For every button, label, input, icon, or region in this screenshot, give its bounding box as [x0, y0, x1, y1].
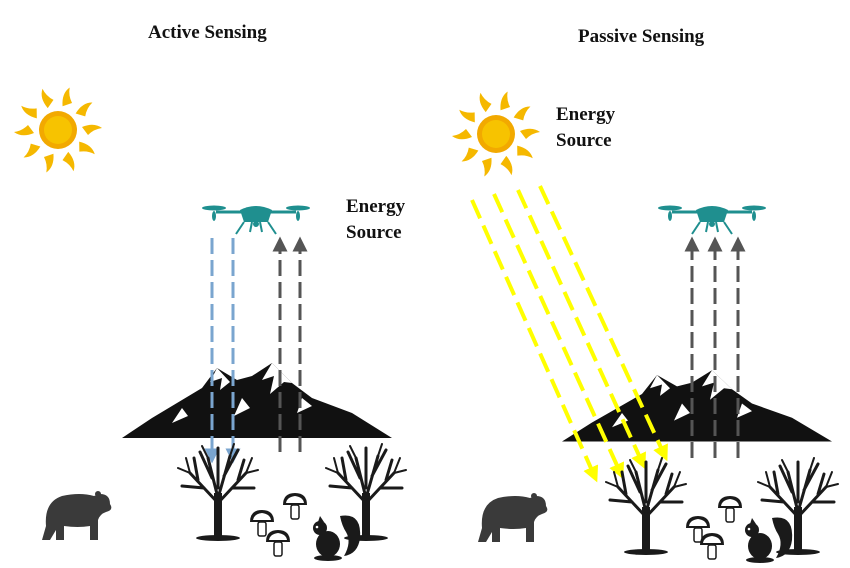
- bear-icon: [478, 493, 547, 542]
- sun-icon: [14, 87, 102, 174]
- bear-icon: [42, 491, 111, 540]
- mushroom-icon: [700, 533, 724, 559]
- drone-icon: [658, 206, 766, 235]
- drone-icon: [202, 206, 310, 235]
- active-sensing-title: Active Sensing: [148, 22, 267, 44]
- energy-label-line1: Energy: [346, 194, 405, 220]
- sunlight-beam: [518, 190, 642, 462]
- tree-icon: [606, 458, 686, 555]
- source-label-line2: Source: [346, 220, 405, 246]
- passive-sensing-panel: [452, 91, 838, 563]
- passive-sensing-title: Passive Sensing: [578, 26, 704, 48]
- squirrel-icon: [745, 517, 792, 563]
- source-label-line2: Source: [556, 128, 615, 154]
- squirrel-icon: [313, 515, 360, 561]
- sunlight-beam: [472, 200, 594, 475]
- mushroom-icon: [718, 496, 742, 522]
- sun-icon: [452, 91, 540, 178]
- mushroom-icon: [266, 530, 290, 556]
- sunlight-beam: [494, 194, 620, 472]
- tree-icon: [326, 444, 406, 541]
- mountain-icon: [122, 363, 392, 438]
- active-sensing-panel: [14, 87, 406, 561]
- mushroom-icon: [283, 493, 307, 519]
- active-energy-source-label: Energy Source: [346, 194, 405, 246]
- energy-label-line1: Energy: [556, 102, 615, 128]
- tree-icon: [178, 444, 258, 541]
- passive-energy-source-label: Energy Source: [556, 102, 615, 154]
